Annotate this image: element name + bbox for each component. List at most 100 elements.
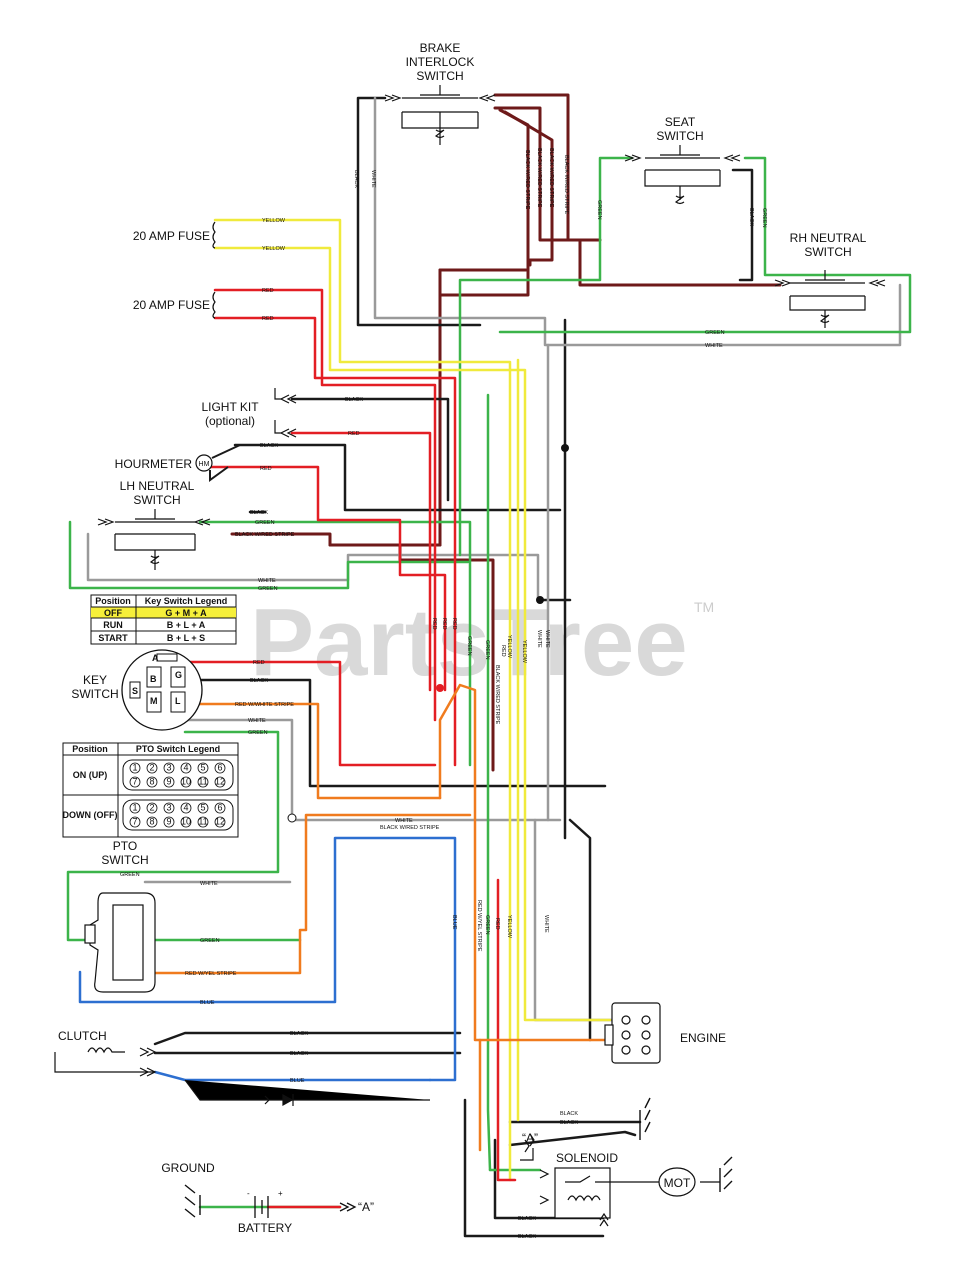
pto-pin <box>129 802 141 814</box>
pto-pin-number: 2 <box>149 803 154 813</box>
pto-pin-number: 3 <box>166 763 171 773</box>
wire-label: RED <box>431 618 437 630</box>
pto-pin-number: 10 <box>181 817 191 827</box>
wire-label: BLACK W/RED STRIPE <box>494 665 500 725</box>
wire-label: RED W/YEL STRIPE <box>476 900 482 952</box>
wire-label: BLACK W/RED STRIPE <box>563 155 569 215</box>
wire-label: BLACK <box>560 1120 578 1126</box>
pto-pin-number: 1 <box>132 803 137 813</box>
wire-label: GREEN <box>466 636 472 656</box>
pto-switch-legend: Position PTO Switch Legend ON (UP) DOWN … <box>62 742 239 838</box>
key-terminal-a: A <box>152 653 159 663</box>
light-kit-connector <box>274 388 297 438</box>
pto-pin-number: 2 <box>149 763 154 773</box>
pto-pin <box>197 776 209 788</box>
wire-label: BLACK W/RED STRIPE <box>536 148 542 208</box>
pto-pin-number: 11 <box>198 817 207 827</box>
pto-pin <box>129 762 141 774</box>
wire-label: BLUE <box>451 915 457 930</box>
pto-pin <box>180 816 192 828</box>
wire-label: GREEN <box>705 330 725 336</box>
pto-pin-number: 12 <box>215 817 225 827</box>
hourmeter-glyph: HM <box>199 461 210 468</box>
wire-label: YELLOW <box>506 635 512 659</box>
fuse-1-label: 20 AMP FUSE <box>133 229 210 243</box>
pto-pin <box>129 776 141 788</box>
pto-legend-header-title: PTO Switch Legend <box>136 744 220 754</box>
wire-label: WHITE <box>258 578 276 584</box>
wire-label: WHITE <box>200 881 218 887</box>
wire-label: BLACK W/RED STRIPE <box>235 532 295 538</box>
pto-pin-number: 4 <box>183 763 188 773</box>
pto-pin-number: 8 <box>149 817 154 827</box>
wire-label: BLACK <box>250 510 268 516</box>
wire-label: YELLOW <box>262 218 286 224</box>
wire-label: BLACK W/RED STRIPE <box>380 825 440 831</box>
pto-pin <box>180 776 192 788</box>
fuse-2-label: 20 AMP FUSE <box>133 298 210 312</box>
pto-pin <box>197 802 209 814</box>
pto-pin <box>146 776 158 788</box>
key-terminal-s: S <box>132 686 138 696</box>
seat-switch <box>624 145 741 205</box>
wire-label: YELLOW <box>506 915 512 939</box>
wire-label: BLUE <box>290 1078 305 1084</box>
wire-label: WHITE <box>248 718 266 724</box>
wire-label: GREEN <box>484 915 490 935</box>
wire-label: RED <box>451 618 457 630</box>
pto-pin <box>146 762 158 774</box>
solenoid-symbol <box>520 1133 611 1227</box>
pto-legend-header-position: Position <box>72 744 108 754</box>
pto-pin <box>214 762 226 774</box>
starter-motor-icon <box>658 1167 696 1197</box>
wire-label: GREEN <box>596 200 602 220</box>
pto-pin <box>214 776 226 788</box>
fuse-1-symbol <box>212 221 216 249</box>
wire-label: BLACK <box>260 443 278 449</box>
pto-pin <box>180 802 192 814</box>
wire-label: BLACK <box>290 1051 308 1057</box>
junction-dot-red <box>436 684 444 692</box>
motor-label: MOT <box>664 1176 691 1190</box>
wire-label: RED W/WHITE STRIPE <box>235 702 294 708</box>
pto-connector <box>84 892 156 993</box>
pto-pin-number: 9 <box>166 817 171 827</box>
pto-pin <box>146 802 158 814</box>
wire-label: RED <box>262 288 274 294</box>
wire-label: BLACK W/RED STRIPE <box>548 148 554 208</box>
battery-minus: - <box>247 1189 250 1198</box>
pto-pin-number: 11 <box>198 777 207 787</box>
wire-yellow <box>213 218 612 1182</box>
key-switch-legend: Position Key Switch Legend OFF G + M + A… <box>90 594 237 645</box>
ground-label: GROUND <box>161 1161 215 1175</box>
pto-pin-number: 7 <box>132 817 137 827</box>
pto-legend-row-down: DOWN (OFF) <box>63 810 118 820</box>
wire-label: YELLOW <box>521 640 527 664</box>
pto-pin <box>163 816 175 828</box>
ground-icon <box>184 1097 733 1218</box>
pto-legend-row-on: ON (UP) <box>73 770 108 780</box>
pto-pin-number: 10 <box>181 777 191 787</box>
key-terminal-g: G <box>175 670 182 680</box>
wire-red <box>183 288 517 1209</box>
trademark: TM <box>694 599 714 615</box>
wire-label: GREEN <box>484 640 490 660</box>
clutch-label: CLUTCH <box>58 1029 107 1043</box>
wire-label: BLACK <box>250 678 268 684</box>
key-legend-row-run-pos: RUN <box>103 620 123 630</box>
key-legend-row-run-val: B + L + A <box>167 620 206 630</box>
pto-pin-number: 6 <box>217 763 222 773</box>
fuse-2-symbol <box>212 291 216 319</box>
pto-pin-number: 1 <box>132 763 137 773</box>
battery-symbol <box>254 1196 357 1218</box>
key-terminal-m: M <box>150 696 158 706</box>
wire-label: RED <box>494 918 500 930</box>
wire-label: WHITE <box>536 630 542 648</box>
key-terminal-l: L <box>175 696 181 706</box>
key-legend-header-position: Position <box>95 596 131 606</box>
lh-neutral-switch <box>97 509 211 570</box>
key-terminal-b: B <box>150 674 157 684</box>
